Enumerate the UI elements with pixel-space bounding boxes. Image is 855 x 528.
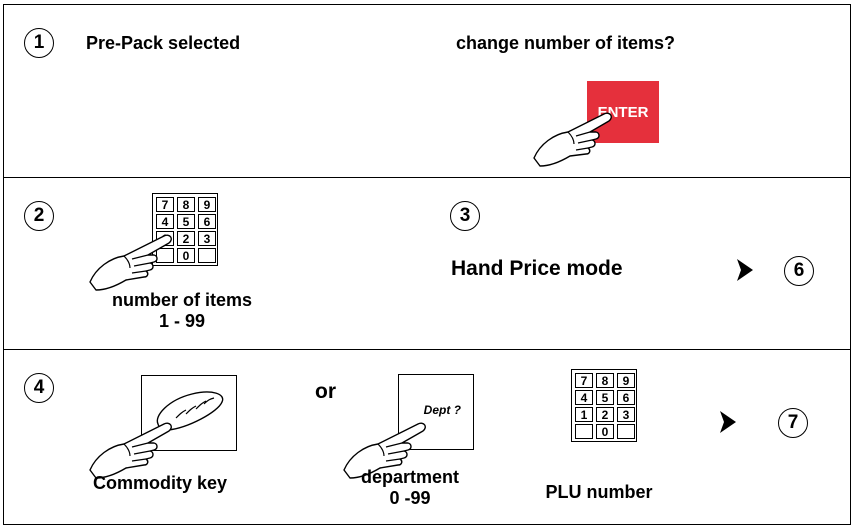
keypad-key: 6 <box>198 214 216 229</box>
pointing-hand-icon <box>89 422 172 479</box>
keypad-key: 0 <box>596 424 614 439</box>
keypad-key: 9 <box>617 373 635 388</box>
hand-price-mode-label: Hand Price mode <box>451 257 623 280</box>
keypad-key: 2 <box>177 231 195 246</box>
keypad-key: 7 <box>156 197 174 212</box>
keypad-key <box>198 248 216 263</box>
department-range-label: 0 -99 <box>389 488 431 508</box>
or-label: or <box>315 380 336 403</box>
pointing-hand-icon <box>533 112 612 167</box>
keypad-key: 8 <box>177 197 195 212</box>
pre-pack-label: Pre-Pack selected <box>86 33 241 53</box>
keypad-key: 9 <box>198 197 216 212</box>
keypad-key: 5 <box>596 390 614 405</box>
dept-key-text: Dept ? <box>423 403 461 417</box>
keypad-key: 7 <box>575 373 593 388</box>
keypad-key: 4 <box>156 214 174 229</box>
items-range-label: 1 - 99 <box>158 311 206 331</box>
pointing-hand-icon <box>343 422 426 479</box>
step-panel-1 <box>3 4 851 178</box>
keypad-key: 1 <box>575 407 593 422</box>
keypad-key: 2 <box>596 407 614 422</box>
step-number-2: 2 <box>24 201 54 231</box>
keypad-key: 8 <box>596 373 614 388</box>
keypad-key: 3 <box>617 407 635 422</box>
pointing-hand-icon <box>89 234 172 291</box>
keypad-key: 5 <box>177 214 195 229</box>
keypad-key: 6 <box>617 390 635 405</box>
arrow-right-icon <box>737 259 753 281</box>
plu-number-label: PLU number <box>545 482 653 502</box>
step-number-3: 3 <box>450 201 480 231</box>
change-items-prompt: change number of items? <box>456 33 676 53</box>
keypad-key: 4 <box>575 390 593 405</box>
keypad-key <box>617 424 635 439</box>
enter-key[interactable]: ENTER <box>587 81 659 143</box>
number-of-items-label: number of items <box>111 290 253 310</box>
keypad-key <box>575 424 593 439</box>
keypad-key: 0 <box>177 248 195 263</box>
step-number-7: 7 <box>778 408 808 438</box>
department-label: department <box>360 467 460 487</box>
step-number-6: 6 <box>784 256 814 286</box>
step-number-4: 4 <box>24 373 54 403</box>
commodity-key-label: Commodity key <box>92 473 228 493</box>
arrow-right-icon <box>720 411 736 433</box>
keypad-key: 3 <box>198 231 216 246</box>
step-number-1: 1 <box>24 28 54 58</box>
